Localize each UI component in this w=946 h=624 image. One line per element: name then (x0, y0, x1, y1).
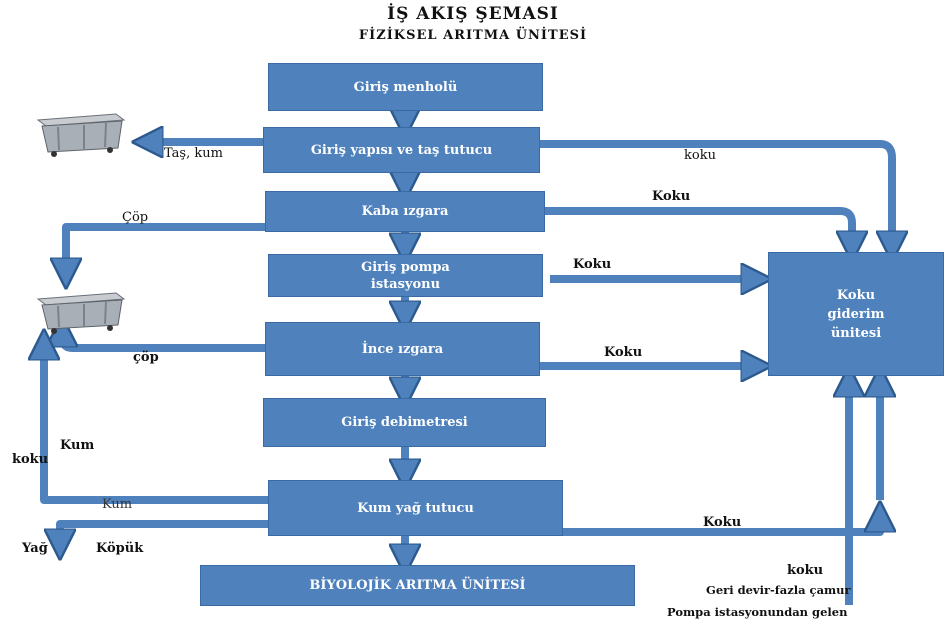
biyolojik-aritma-box: BİYOLOJİK ARITMA ÜNİTESİ (200, 565, 635, 606)
page-title: İŞ AKIŞ ŞEMASI (387, 4, 559, 24)
arrow-kum-up-to-bin (44, 343, 268, 504)
kaba-izgara-box: Kaba ızgara (265, 191, 545, 232)
label-koku: Koku (652, 189, 691, 204)
label-koku: koku (787, 563, 824, 578)
arrow-cop-to-bin (66, 223, 265, 275)
giris-yapisi-box: Giriş yapısı ve taş tutucu (263, 127, 540, 173)
label-cop: çöp (133, 350, 159, 365)
label-geri-devir: Geri devir-fazla çamur (706, 583, 851, 597)
label-kum: Kum (102, 497, 133, 512)
label-tas-kum: Taş, kum (164, 146, 223, 161)
arrow-giris-koku (540, 140, 892, 248)
label-koku: Koku (573, 257, 612, 272)
page-subtitle: FİZİKSEL ARITMA ÜNİTESİ (358, 28, 588, 43)
label-koku: koku (684, 148, 716, 163)
label-kopuk: Köpük (96, 541, 144, 556)
arrow-kaba-koku (545, 207, 852, 248)
arrow-ince-cop-to-bin (62, 330, 265, 352)
giris-pompa-box: Giriş pompa istasyonu (268, 254, 543, 297)
waste-container-icon (36, 292, 126, 334)
label-cop: Çöp (122, 210, 149, 225)
label-yag: Yağ (22, 541, 48, 556)
giris-menholu-box: Giriş menholü (268, 63, 543, 111)
arrow-kum-koku (563, 515, 880, 536)
koku-giderim-box: Koku giderim ünitesi (768, 252, 944, 376)
label-koku: Koku (703, 515, 742, 530)
kum-yag-tutucu-box: Kum yağ tutucu (268, 480, 563, 536)
arrow-kum-down (60, 520, 268, 546)
label-pompa-gelen: Pompa istasyonundan gelen (667, 605, 848, 619)
label-koku: koku (12, 452, 49, 467)
ince-izgara-box: İnce ızgara (265, 322, 540, 376)
giris-debimetresi-box: Giriş debimetresi (263, 398, 546, 447)
waste-container-icon (36, 113, 126, 157)
label-koku: Koku (604, 345, 643, 360)
label-kum: Kum (60, 438, 95, 453)
